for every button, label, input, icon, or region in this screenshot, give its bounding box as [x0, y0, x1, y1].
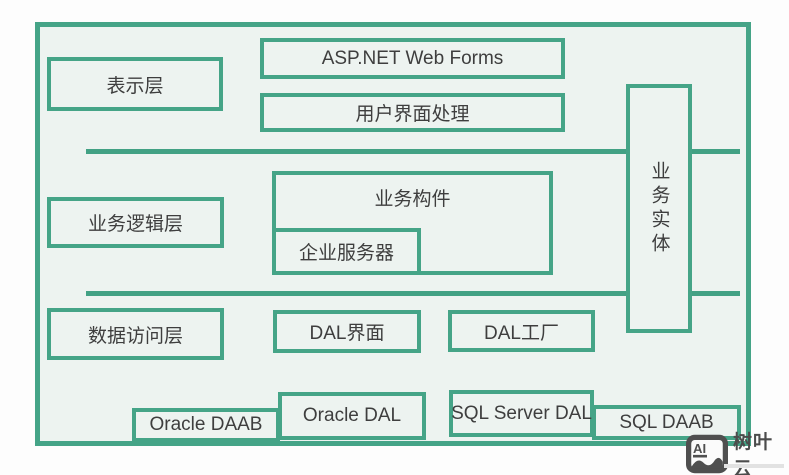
box-enterprise-server: 企业服务器 — [272, 228, 421, 275]
box-dal-interface: DAL界面 — [273, 310, 421, 353]
box-business-entity: 业务实体 — [626, 84, 692, 333]
watermark: AI 树叶云 — [686, 427, 789, 475]
box-data-access-layer: 数据访问层 — [47, 308, 224, 360]
box-presentation-layer: 表示层 — [47, 57, 223, 111]
box-oracle-dal: Oracle DAL — [278, 392, 426, 440]
box-oracle-daab: Oracle DAAB — [132, 408, 280, 442]
ai-image-icon: AI — [686, 434, 728, 474]
separator-line-top — [86, 149, 740, 154]
box-sql-daab: SQL DAAB — [592, 405, 741, 440]
separator-line-bottom — [86, 291, 740, 296]
box-ui-processing: 用户界面处理 — [260, 93, 565, 132]
box-aspnet-web-forms: ASP.NET Web Forms — [260, 38, 565, 79]
fine-print-watermark — [724, 464, 784, 468]
svg-text:AI: AI — [693, 441, 706, 456]
box-dal-factory: DAL工厂 — [448, 310, 595, 352]
box-sql-server-dal: SQL Server DAL — [449, 390, 594, 437]
box-business-logic-layer: 业务逻辑层 — [47, 197, 224, 248]
